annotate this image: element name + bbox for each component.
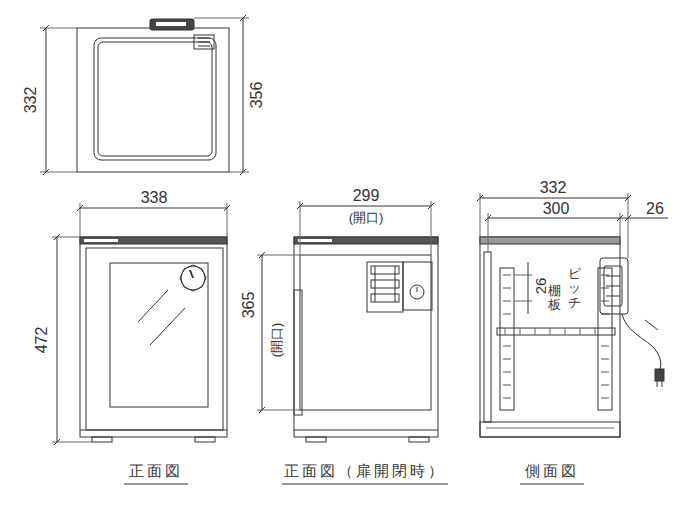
dimension-height: 472 <box>34 326 50 355</box>
opening-note: (開口) <box>348 211 385 224</box>
dimension-depth: 332 <box>23 86 39 115</box>
dimension-opening-width: 299 <box>352 188 381 204</box>
dimension-depth: 300 <box>542 201 571 217</box>
view-title: 正面図 <box>128 463 184 478</box>
opening-note: (開口) <box>270 322 283 359</box>
dimension-shelf-pitch: 26 <box>533 277 548 296</box>
dimension-unit-depth: 26 <box>645 201 665 217</box>
view-title: 側面図 <box>524 463 580 478</box>
dimension-opening-height: 365 <box>241 291 257 320</box>
view-title: 正面図（扉開閉時） <box>283 463 447 478</box>
shelf-pitch-note: 棚板 <box>547 284 562 313</box>
dimension-width: 338 <box>140 190 169 206</box>
dimension-depth-total: 332 <box>539 180 568 196</box>
dimension-depth-total: 356 <box>249 81 265 110</box>
shelf-pitch-note: ピッチ <box>567 267 582 310</box>
